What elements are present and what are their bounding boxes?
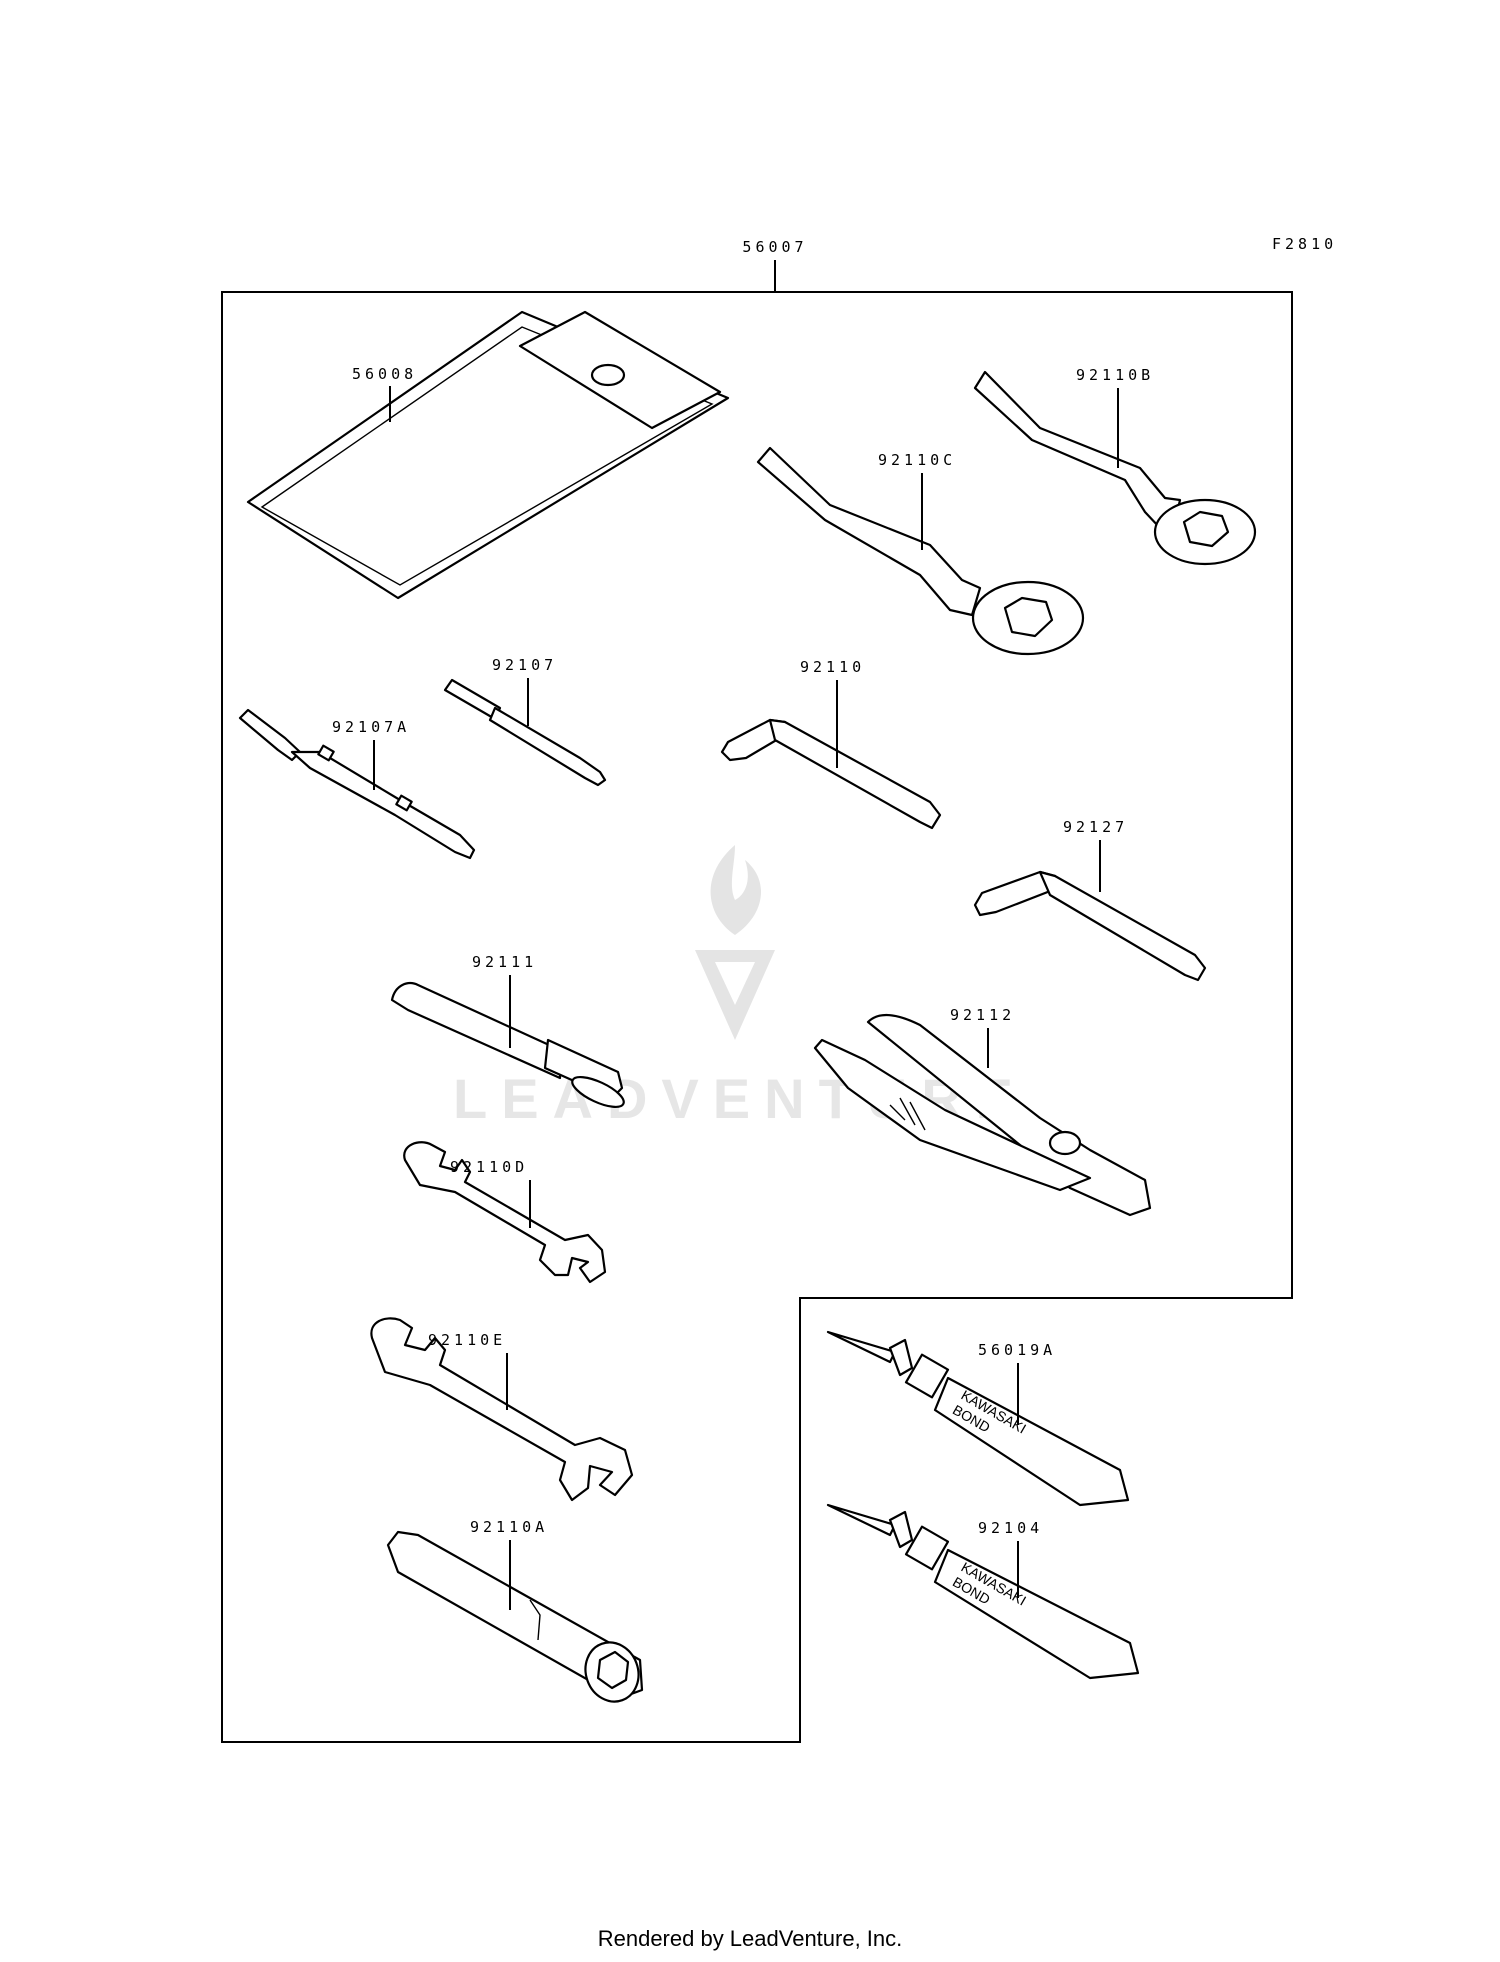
footer-credit: Rendered by LeadVenture, Inc.: [597, 1926, 903, 1951]
label-hex-key: 92110: [800, 658, 865, 676]
kit-outline: [221, 291, 1293, 1743]
open-wrench-d: [403, 1141, 607, 1284]
tommy-bar: [390, 982, 625, 1109]
label-ring-wrench-c: 92110C: [878, 451, 956, 469]
label-tommy-bar: 92111: [472, 953, 537, 971]
label-bond-b: 92104: [978, 1519, 1043, 1537]
hex-key: [720, 718, 942, 830]
plug-wrench: [386, 1530, 644, 1703]
label-open-wrench-e: 92110E: [428, 1331, 506, 1349]
tool-pouch: [246, 310, 730, 600]
label-bond-a: 56019A: [978, 1341, 1056, 1359]
ring-wrench-c: [756, 446, 1085, 656]
label-pliers: 92112: [950, 1006, 1015, 1024]
screwdriver-a: [238, 708, 476, 860]
label-hex-key-2: 92127: [1063, 818, 1128, 836]
pliers: [813, 1013, 1152, 1217]
label-screwdriver-a: 92107A: [332, 718, 410, 736]
figure-code: F2810: [1272, 235, 1337, 253]
open-wrench-e: [370, 1317, 634, 1502]
label-open-wrench-d: 92110D: [450, 1158, 528, 1176]
label-screwdriver: 92107: [492, 656, 557, 674]
ring-wrench-b: [973, 370, 1257, 566]
screwdriver: [443, 678, 607, 787]
label-plug-wrench: 92110A: [470, 1518, 548, 1536]
label-ring-wrench-b: 92110B: [1076, 366, 1154, 384]
watermark-logo: LEADVENTURE: [453, 845, 1013, 1130]
label-pouch: 56008: [352, 365, 417, 383]
label-kit: 56007: [742, 238, 807, 256]
hex-key-2: [973, 870, 1207, 982]
